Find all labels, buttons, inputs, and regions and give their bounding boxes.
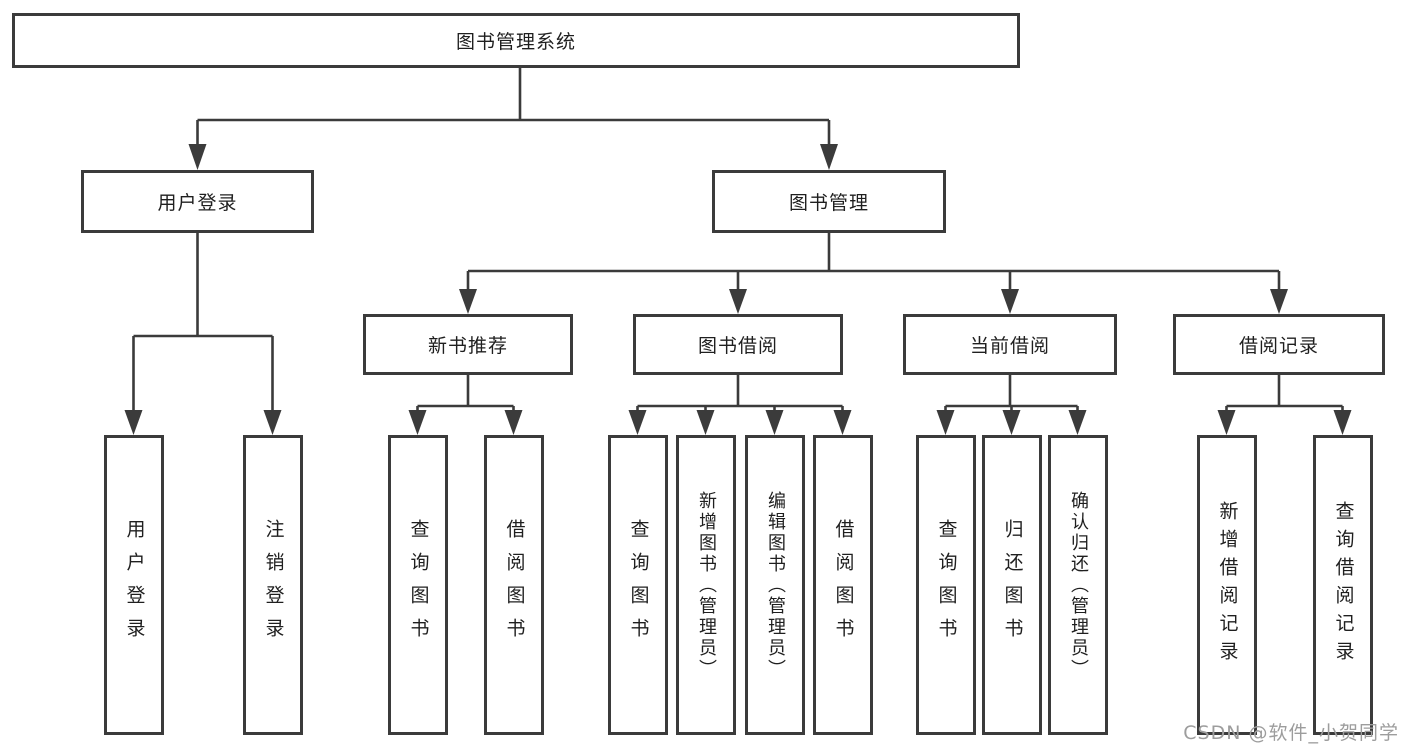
leaf-add-borrow-record-label: 新增借阅记录 <box>1216 501 1239 669</box>
leaf-query-borrow-record-label: 查询借阅记录 <box>1332 501 1355 669</box>
leaf-confirm-return-admin: 确认归还（管理员） <box>1048 435 1108 735</box>
leaf-query-books-borrowing: 查询图书 <box>608 435 668 735</box>
leaf-borrow-books-recommend-label: 借阅图书 <box>503 519 526 651</box>
leaf-edit-books-admin-label: 编辑图书（管理员） <box>765 490 786 680</box>
node-book-management-label: 图书管理 <box>788 192 869 214</box>
node-borrowing-records-label: 借阅记录 <box>1238 335 1319 357</box>
leaf-add-books-admin-label: 新增图书（管理员） <box>696 490 717 680</box>
leaf-user-login: 用户登录 <box>104 435 164 735</box>
node-user-login-label: 用户登录 <box>157 192 238 214</box>
node-book-borrowing: 图书借阅 <box>633 314 843 375</box>
node-current-borrowing-label: 当前借阅 <box>969 335 1050 357</box>
leaf-query-books-recommend-label: 查询图书 <box>407 519 430 651</box>
leaf-logout-label: 注销登录 <box>262 519 285 651</box>
leaf-borrow-books-label: 借阅图书 <box>832 519 855 651</box>
node-user-login: 用户登录 <box>81 170 314 233</box>
arrowheads <box>124 144 1352 435</box>
node-new-book-recommend-label: 新书推荐 <box>427 335 508 357</box>
node-borrowing-records: 借阅记录 <box>1173 314 1385 375</box>
leaf-add-borrow-record: 新增借阅记录 <box>1197 435 1257 735</box>
leaf-query-books-current-label: 查询图书 <box>935 519 958 651</box>
leaf-query-books-current: 查询图书 <box>916 435 976 735</box>
node-new-book-recommend: 新书推荐 <box>363 314 573 375</box>
node-book-borrowing-label: 图书借阅 <box>697 335 778 357</box>
leaf-logout: 注销登录 <box>243 435 303 735</box>
leaf-user-login-label: 用户登录 <box>123 519 146 651</box>
node-root-system: 图书管理系统 <box>12 13 1020 68</box>
leaf-confirm-return-admin-label: 确认归还（管理员） <box>1068 490 1089 680</box>
leaf-edit-books-admin: 编辑图书（管理员） <box>745 435 805 735</box>
leaf-add-books-admin: 新增图书（管理员） <box>676 435 736 735</box>
node-current-borrowing: 当前借阅 <box>903 314 1117 375</box>
leaf-return-books-label: 归还图书 <box>1001 519 1024 651</box>
leaf-borrow-books-recommend: 借阅图书 <box>484 435 544 735</box>
leaf-query-books-borrowing-label: 查询图书 <box>627 519 650 651</box>
leaf-query-borrow-record: 查询借阅记录 <box>1313 435 1373 735</box>
node-root-label: 图书管理系统 <box>455 31 576 53</box>
leaf-return-books: 归还图书 <box>982 435 1042 735</box>
csdn-watermark: CSDN @软件_小贺同学 <box>1183 722 1399 744</box>
node-book-management: 图书管理 <box>712 170 946 233</box>
leaf-borrow-books: 借阅图书 <box>813 435 873 735</box>
leaf-query-books-recommend: 查询图书 <box>388 435 448 735</box>
